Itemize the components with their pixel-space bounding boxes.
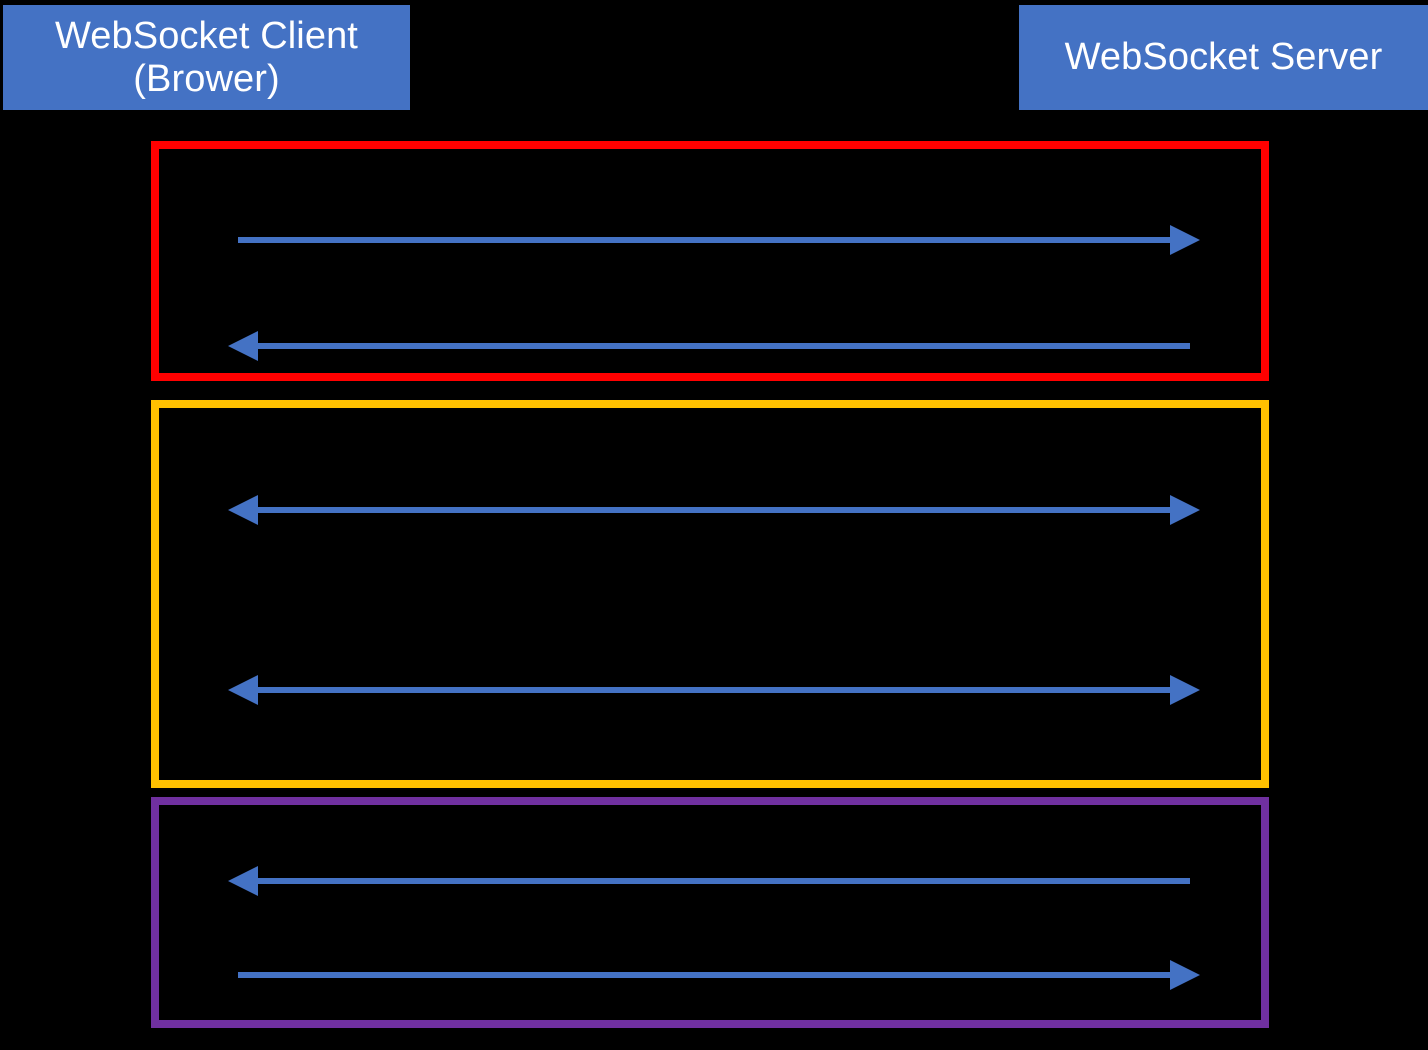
participant-server-label: WebSocket Server — [1064, 36, 1383, 79]
phase-box-handshake[interactable] — [151, 141, 1269, 381]
participant-websocket-server[interactable]: WebSocket Server — [1019, 5, 1428, 110]
phase-box-data-exchange[interactable] — [151, 400, 1269, 788]
participant-client-label: WebSocket Client (Brower) — [55, 14, 358, 100]
participant-websocket-client[interactable]: WebSocket Client (Brower) — [3, 5, 410, 110]
phase-box-close[interactable] — [151, 797, 1269, 1028]
